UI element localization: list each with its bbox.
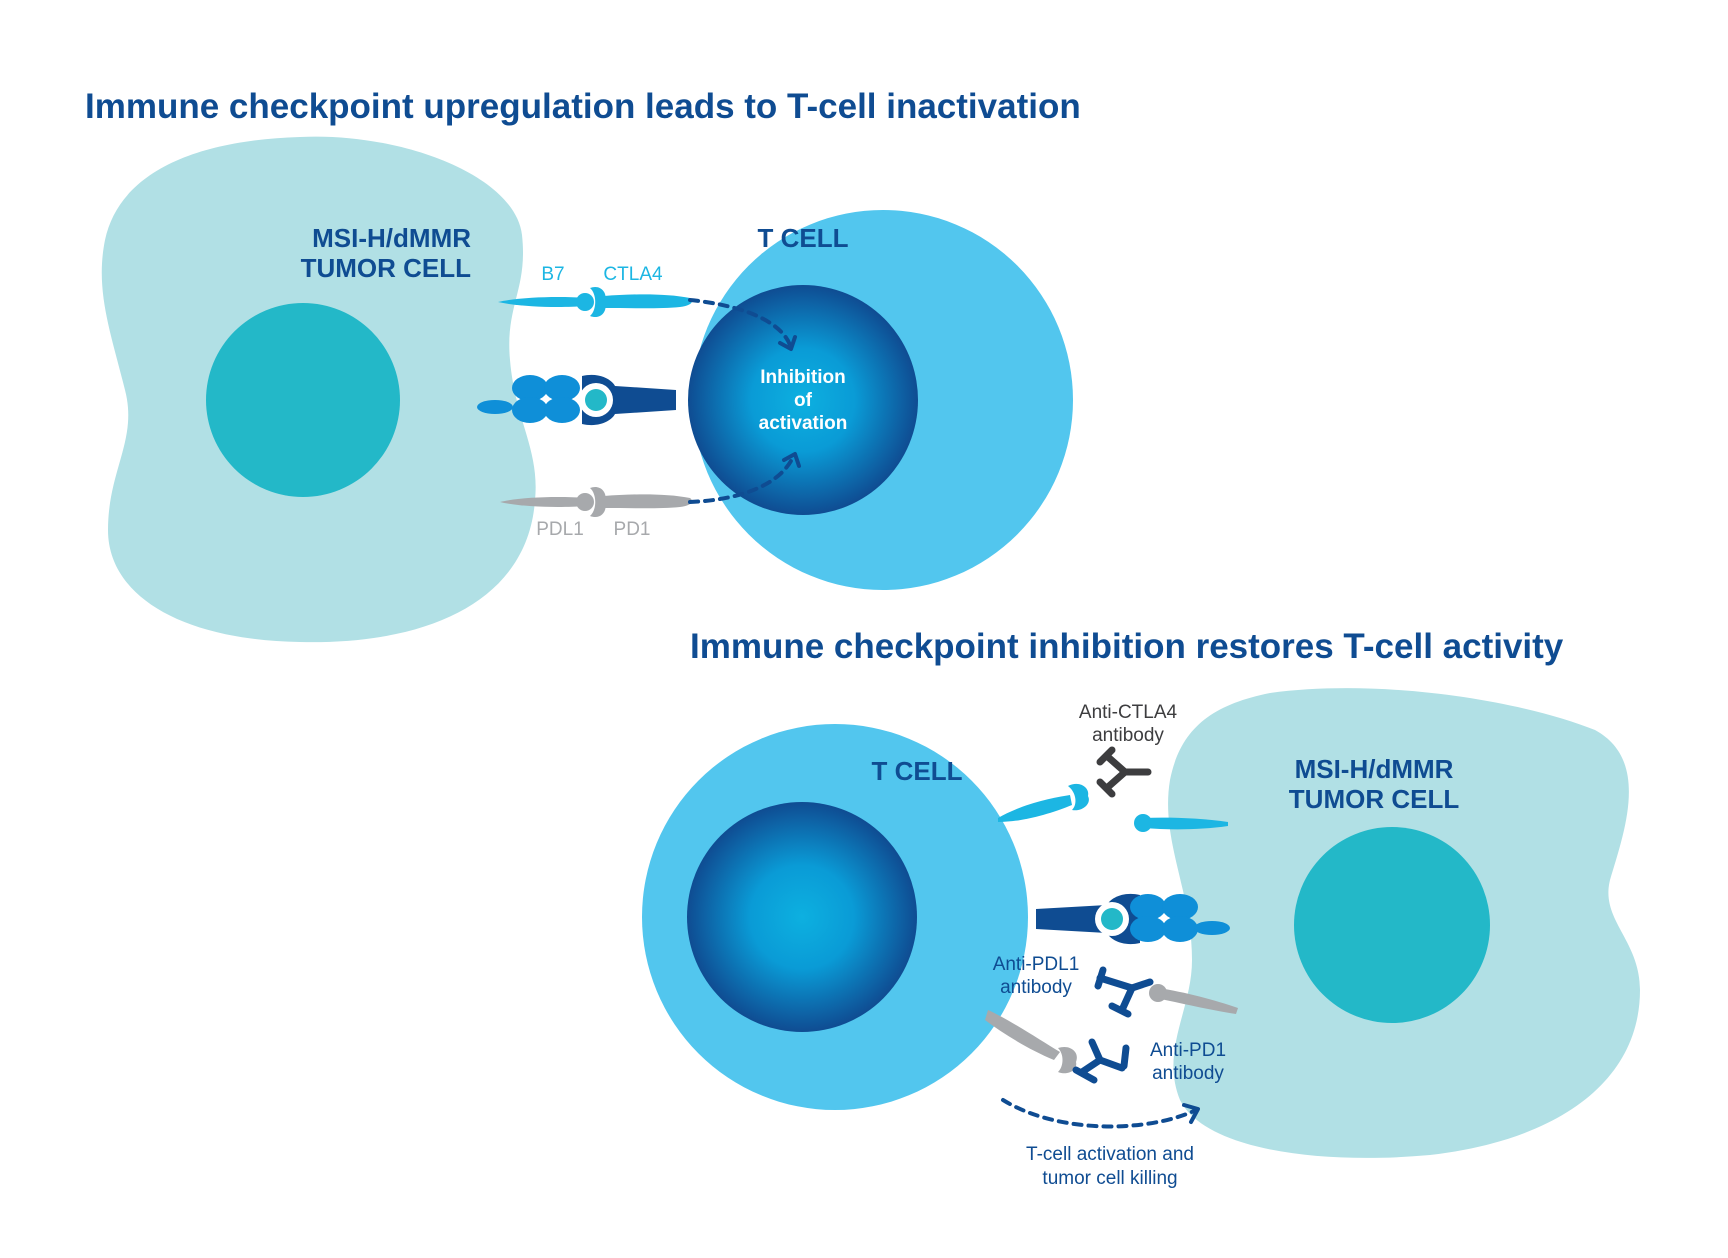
activation-label-line1: T-cell activation and: [1026, 1144, 1194, 1165]
anti-ctla4-antibody-icon: [1096, 746, 1152, 798]
anti-pd1-antibody-icon: [1072, 1038, 1130, 1084]
b7-ligand-icon: [1134, 814, 1228, 832]
top-tumor-nucleus: [206, 303, 400, 497]
dashed-arrow-icon: [688, 452, 801, 504]
top-t-cell-label: T CELL: [758, 223, 849, 253]
bottom-panel-title: Immune checkpoint inhibition restores T-…: [690, 627, 1564, 666]
anti-pdl1-antibody-icon: [1094, 966, 1154, 1018]
pdl1-ligand-icon: [1149, 984, 1238, 1014]
anti-pdl1-label-line1: Anti-PDL1: [993, 954, 1080, 975]
pd1-receptor-icon: [985, 1010, 1077, 1074]
b7-ligand-icon: [498, 293, 594, 311]
mhc-tcr-complex-icon: [1036, 893, 1230, 945]
inhibition-text-line3: activation: [759, 413, 848, 434]
b7-label: B7: [541, 264, 564, 285]
activation-label-line2: tumor cell killing: [1042, 1168, 1177, 1189]
top-tumor-label-line2: TUMOR CELL: [301, 253, 472, 283]
pdl1-label: PDL1: [536, 519, 584, 540]
mhc-tcr-complex-icon: [477, 374, 676, 426]
top-t-cell-nucleus: [688, 285, 918, 515]
bottom-tumor-label-line2: TUMOR CELL: [1289, 784, 1460, 814]
anti-pd1-label-line2: antibody: [1152, 1063, 1224, 1084]
ctla4-receptor-icon: [590, 286, 692, 318]
bottom-tumor-label-line1: MSI-H/dMMR: [1295, 754, 1454, 784]
inhibition-text-line1: Inhibition: [760, 367, 845, 388]
inhibition-text-line2: of: [794, 390, 813, 411]
ctla4-receptor-icon: [998, 783, 1089, 822]
bottom-t-cell-label: T CELL: [872, 756, 963, 786]
pd1-receptor-icon: [590, 486, 692, 518]
top-panel-title: Immune checkpoint upregulation leads to …: [85, 87, 1081, 126]
pd1-label: PD1: [614, 519, 651, 540]
anti-ctla4-label-line1: Anti-CTLA4: [1079, 702, 1178, 723]
dashed-arrow-icon: [1001, 1098, 1200, 1129]
dashed-arrow-icon: [688, 298, 797, 351]
bottom-tumor-nucleus: [1294, 827, 1490, 1023]
bottom-t-cell-nucleus: [687, 802, 917, 1032]
anti-ctla4-label-line2: antibody: [1092, 725, 1164, 746]
top-tumor-label-line1: MSI-H/dMMR: [312, 223, 471, 253]
pdl1-ligand-icon: [500, 493, 594, 511]
ctla4-label: CTLA4: [603, 264, 663, 285]
anti-pdl1-label-line2: antibody: [1000, 977, 1072, 998]
anti-pd1-label-line1: Anti-PD1: [1150, 1040, 1226, 1061]
